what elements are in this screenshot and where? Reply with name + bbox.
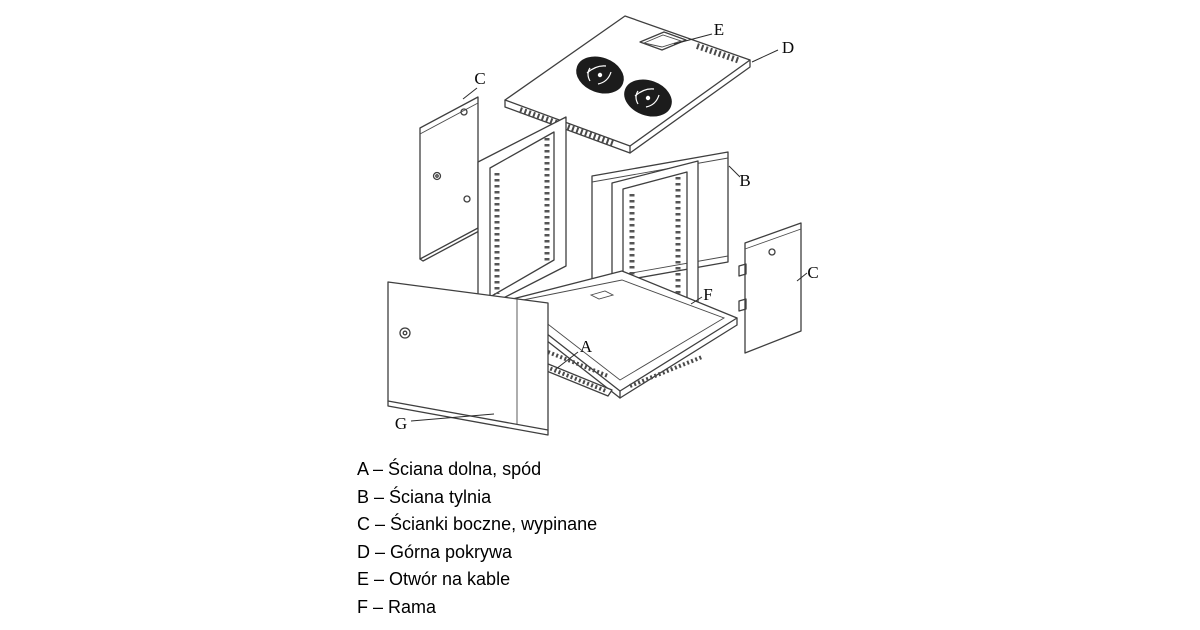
part-label-d: D	[782, 38, 794, 57]
legend-item-a: A – Ściana dolna, spód	[357, 459, 542, 479]
part-label-c-left: C	[474, 69, 485, 88]
lock-pin-icon	[460, 108, 468, 116]
legend-item-c: C – Ścianki boczne, wypinane	[357, 514, 598, 534]
leader-line-c-left	[462, 87, 478, 100]
side-panel-right	[738, 222, 802, 354]
side-panel-left	[419, 96, 482, 262]
cable-hole	[589, 290, 615, 300]
parts-legend: A – Ściana dolna, spód B – Ściana tylnia…	[357, 456, 597, 621]
legend-item-b: B – Ściana tylnia	[357, 486, 492, 507]
cable-opening	[639, 31, 687, 51]
lock-pin-icon	[768, 248, 776, 256]
panel-clip	[738, 298, 747, 312]
front-door	[387, 281, 549, 436]
legend-item-d: D – Górna pokrywa	[357, 541, 513, 562]
leader-line-g	[410, 413, 495, 422]
door-lock-icon	[399, 327, 411, 339]
leader-lines	[410, 33, 808, 422]
front-frame	[477, 116, 567, 312]
panel-clip	[738, 263, 747, 277]
legend-item-e: E – Otwór na kable	[357, 569, 511, 589]
part-label-c-right: C	[807, 263, 818, 282]
part-label-f: F	[703, 285, 712, 304]
vent-slots	[696, 43, 741, 64]
legend-item-f: F – Rama	[357, 596, 437, 617]
part-label-a: A	[580, 337, 593, 356]
leader-line-c-right	[796, 272, 808, 282]
top-cover	[504, 15, 751, 154]
door-lock-icon	[402, 330, 408, 336]
part-label-b: B	[739, 171, 750, 190]
lock-icon	[432, 171, 442, 181]
leader-line-e	[673, 33, 713, 45]
part-label-e: E	[714, 20, 724, 39]
leader-line-d	[751, 49, 779, 63]
vent-slots	[518, 107, 617, 147]
vent-slots	[547, 350, 609, 378]
leader-line-b	[728, 165, 741, 178]
part-label-g: G	[395, 414, 407, 433]
lock-pin-icon	[463, 195, 471, 203]
fan-vent-icon	[576, 56, 624, 94]
lock-icon	[435, 174, 439, 178]
fan-vent-icon	[624, 79, 672, 117]
leader-line-f	[690, 296, 703, 305]
leader-line-a	[555, 351, 579, 370]
